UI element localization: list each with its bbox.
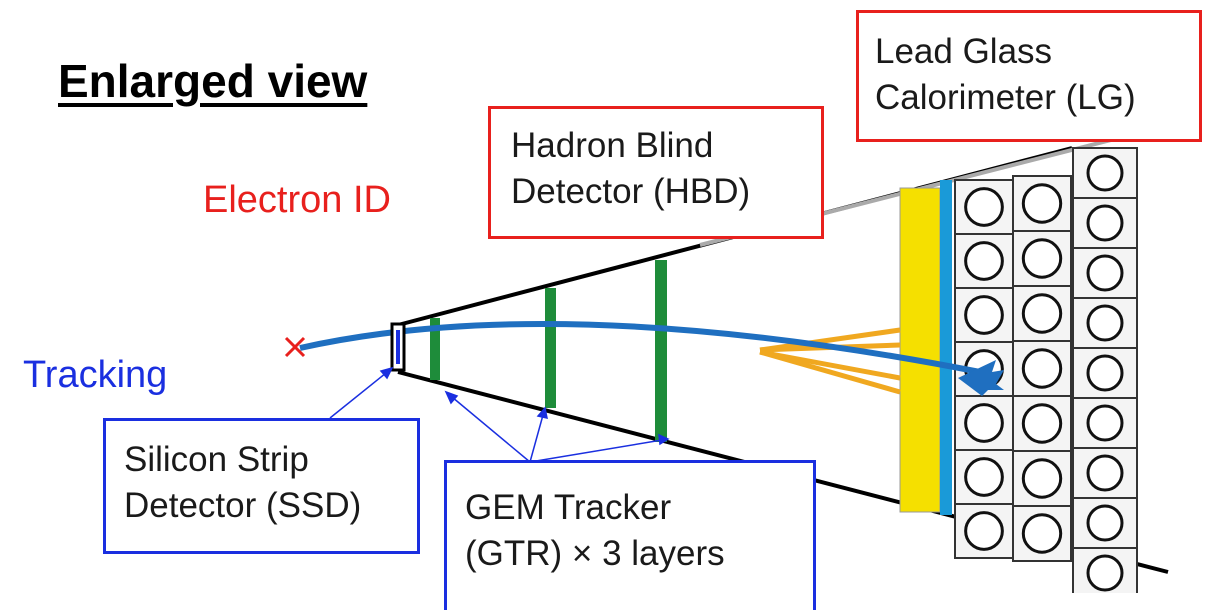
- electromagnetic-shower: [759, 327, 901, 395]
- hbd-yellow-layer: [899, 187, 941, 513]
- hbd-label-line2: Detector (HBD): [511, 171, 751, 211]
- lead-glass-calorimeter: [954, 147, 1138, 593]
- ssd-label-line1: Silicon Strip: [124, 440, 309, 479]
- calorimeter-block-circle: [964, 403, 1004, 443]
- gtr-label-line1: GEM Tracker: [465, 488, 672, 527]
- pointer-arrows: [329, 366, 670, 463]
- hbd-label-line1: Hadron Blind: [511, 126, 714, 165]
- electron-id-label: Electron ID: [203, 179, 391, 221]
- calorimeter-block-circle: [964, 187, 1004, 227]
- calorimeter-block-circle: [1021, 293, 1063, 334]
- calorimeter-block-circle: [1021, 348, 1063, 389]
- ssd-label-line2: Detector (SSD): [124, 485, 362, 525]
- calorimeter-block-circle: [964, 241, 1004, 281]
- calorimeter-block-circle: [1086, 154, 1124, 192]
- enlarged-view-diagram: Enlarged view Electron ID Tracking Lead …: [23, 10, 1202, 610]
- calorimeter-block-circle: [1086, 354, 1124, 392]
- calorimeter-block-circle: [964, 457, 1004, 497]
- calorimeter-block-circle: [964, 295, 1004, 335]
- diagram-title: Enlarged view: [58, 55, 368, 107]
- gem-layer-1: [430, 318, 440, 380]
- calorimeter-block-circle: [1086, 204, 1124, 242]
- detector-schematic: [284, 128, 1169, 593]
- ssd-label-box: Silicon Strip Detector (SSD): [103, 418, 420, 554]
- tracking-label: Tracking: [23, 354, 168, 396]
- gtr-label-line2: (GTR) × 3 layers: [465, 533, 725, 573]
- hbd-blue-layer: [940, 180, 952, 515]
- calorimeter-block-circle: [1021, 403, 1063, 444]
- calorimeter-block-circle: [1086, 454, 1124, 492]
- calorimeter-block-circle: [1086, 404, 1124, 442]
- calorimeter-block-circle: [1086, 304, 1124, 342]
- track-hit-arrow: [958, 360, 1004, 396]
- lg-label-line2: Calorimeter (LG): [875, 77, 1136, 117]
- electron-track: [299, 320, 981, 375]
- calorimeter-block-circle: [1021, 238, 1063, 279]
- calorimeter-block-circle: [964, 511, 1004, 551]
- calorimeter-block-circle: [1086, 504, 1124, 542]
- calorimeter-block-circle: [1086, 554, 1124, 592]
- calorimeter-block-circle: [1086, 254, 1124, 292]
- gem-layer-2: [545, 288, 556, 408]
- calorimeter-block-circle: [1021, 183, 1063, 224]
- collision-vertex-x-mark: [284, 336, 306, 358]
- gtr-label-box: GEM Tracker (GTR) × 3 layers: [444, 460, 816, 610]
- lg-label-box: Lead Glass Calorimeter (LG): [856, 10, 1202, 142]
- silicon-strip-inner: [396, 330, 400, 364]
- calorimeter-block-circle: [1021, 458, 1063, 499]
- lg-label-line1: Lead Glass: [875, 32, 1053, 71]
- gem-layer-3: [655, 260, 667, 442]
- hbd-label-box: Hadron Blind Detector (HBD): [488, 106, 824, 239]
- calorimeter-block-circle: [1021, 513, 1063, 554]
